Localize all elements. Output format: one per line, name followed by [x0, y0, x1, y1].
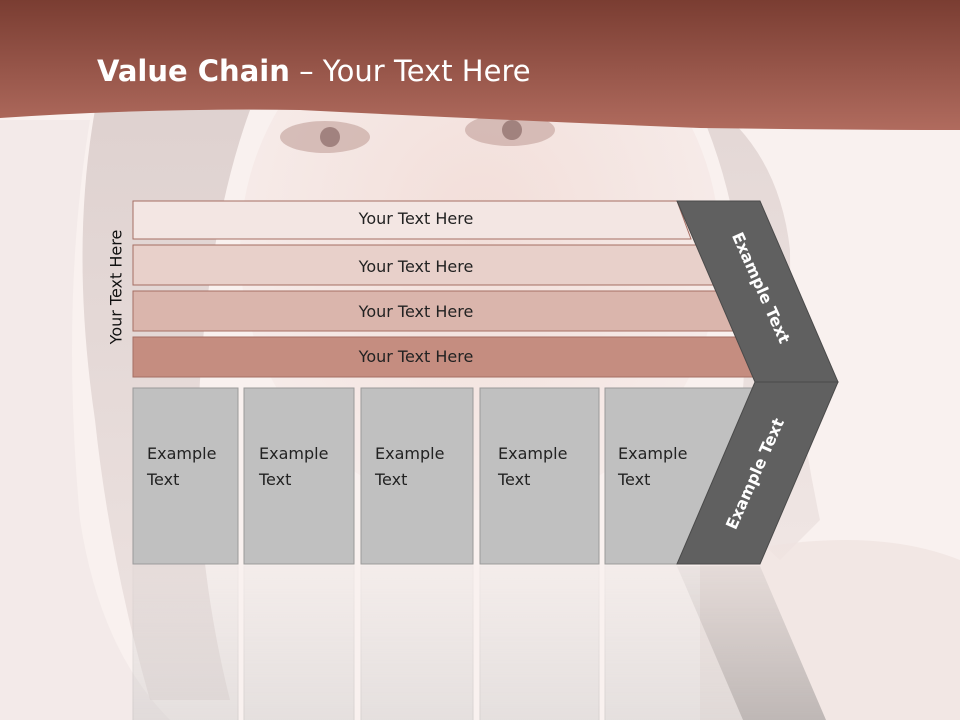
support-row-4-label: Your Text Here — [358, 347, 474, 366]
slide-title-rest: – Your Text Here — [289, 54, 531, 88]
primary-cell-4-line2: Text — [497, 470, 530, 489]
slide-title-bold: Value Chain — [97, 54, 290, 88]
primary-cell-1-line2: Text — [146, 470, 179, 489]
diagram-reflection — [132, 565, 826, 720]
primary-cell-5-line1: Example — [618, 444, 687, 463]
slide-title: Value Chain – Your Text Here — [97, 54, 531, 88]
primary-cell-4-shape — [479, 387, 600, 565]
support-row-1-shape — [132, 200, 692, 240]
primary-cell-3-shape — [360, 387, 474, 565]
margin-chevron: Example Text Example Text — [676, 200, 839, 565]
primary-cell-4-line1: Example — [498, 444, 567, 463]
support-row-2-label: Your Text Here — [358, 257, 474, 276]
primary-cell-5-line2: Text — [617, 470, 650, 489]
primary-cell-2-shape — [243, 387, 355, 565]
primary-cell-1-line1: Example — [147, 444, 216, 463]
support-rows: Your Text Here Your Text Here Your Text … — [132, 200, 764, 378]
side-axis-label: Your Text Here — [106, 229, 126, 345]
primary-cell-1-shape — [132, 387, 239, 565]
support-row-1-label: Your Text Here — [358, 209, 474, 228]
primary-cell-3-line2: Text — [374, 470, 407, 489]
primary-cell-2-line2: Text — [258, 470, 291, 489]
primary-cells: Example Text Example Text Example Text E… — [132, 387, 762, 565]
chevron-bottom-shape — [676, 381, 839, 565]
support-row-3-label: Your Text Here — [358, 302, 474, 321]
primary-cell-3-line1: Example — [375, 444, 444, 463]
primary-cell-2-line1: Example — [259, 444, 328, 463]
